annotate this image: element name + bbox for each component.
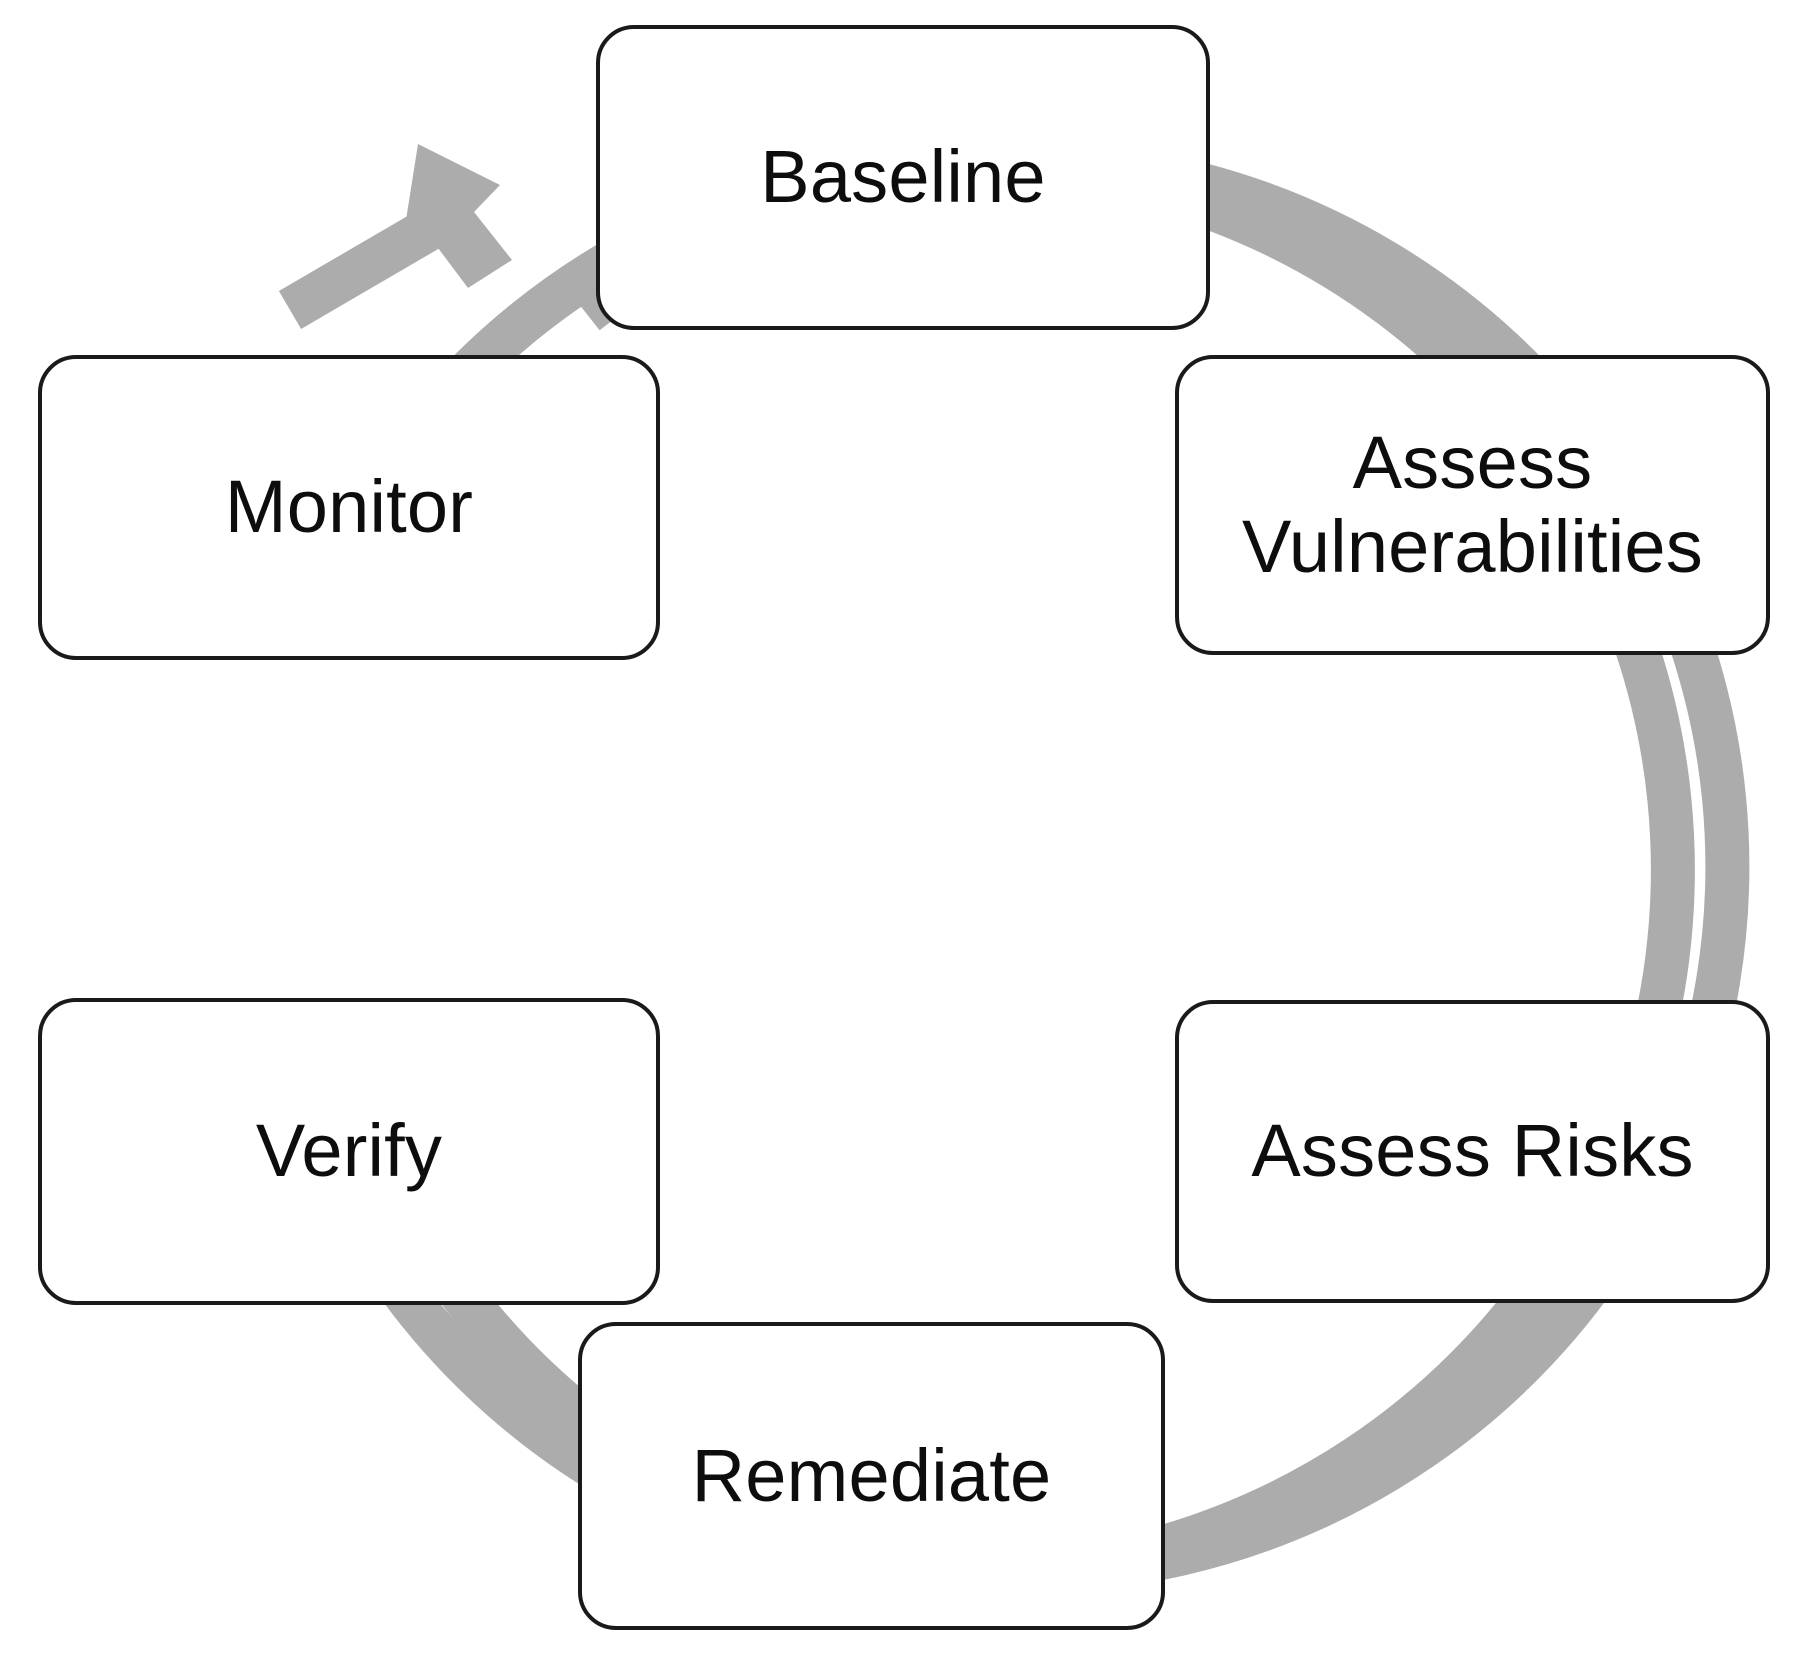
cycle-node-remediate-label: Remediate [691, 1433, 1052, 1517]
cycle-node-baseline[interactable]: Baseline [596, 25, 1210, 330]
cycle-node-baseline-label: Baseline [760, 135, 1046, 219]
cycle-node-assess-vulnerabilities-label: Assess Vulnerabilities [1242, 420, 1703, 588]
cycle-node-monitor-label: Monitor [224, 465, 474, 549]
cycle-node-monitor[interactable]: Monitor [38, 355, 660, 660]
cycle-node-assess-risks[interactable]: Assess Risks [1175, 1000, 1770, 1303]
cycle-arrow-shaft [278, 185, 482, 330]
cycle-node-remediate[interactable]: Remediate [578, 1322, 1165, 1630]
cycle-node-verify[interactable]: Verify [38, 998, 660, 1305]
cycle-node-assess-vulnerabilities[interactable]: Assess Vulnerabilities [1175, 355, 1770, 655]
cycle-node-verify-label: Verify [255, 1109, 443, 1193]
cycle-node-assess-risks-label: Assess Risks [1251, 1109, 1694, 1193]
